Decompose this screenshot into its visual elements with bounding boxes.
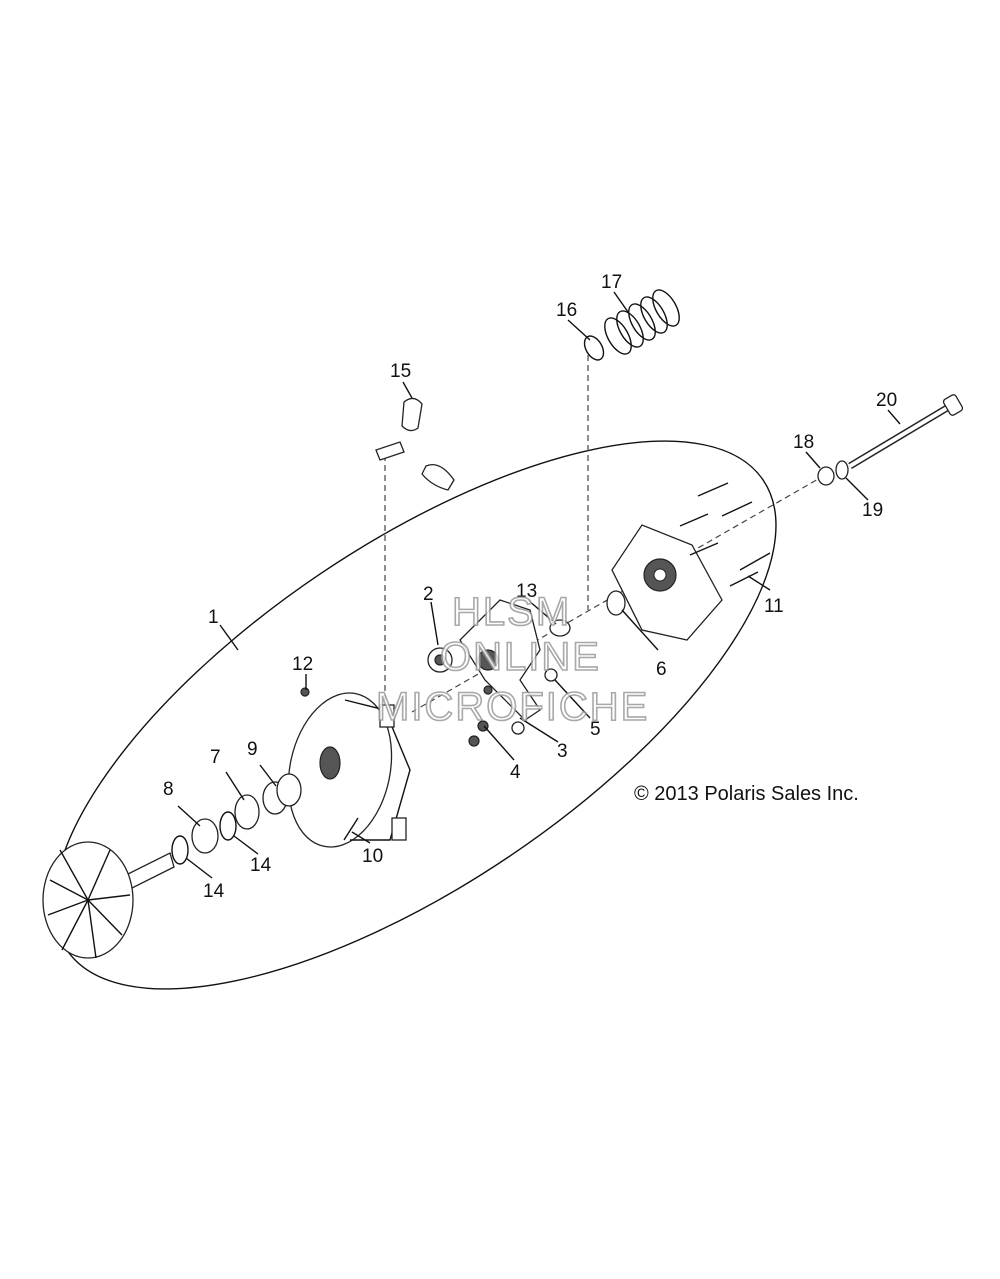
callout-4: 4 xyxy=(510,762,521,783)
callout-20: 20 xyxy=(876,390,897,411)
callout-14-upper: 14 xyxy=(250,855,272,876)
copyright-notice: © 2013 Polaris Sales Inc. xyxy=(634,783,859,805)
part-11-screws xyxy=(679,482,771,587)
part-6-cover xyxy=(606,524,723,641)
callout-3: 3 xyxy=(557,741,568,762)
callout-16: 16 xyxy=(556,300,577,321)
part-12-screw xyxy=(300,687,310,697)
part-5-button xyxy=(544,668,558,682)
part-16-snap-ring xyxy=(583,335,605,361)
callout-7: 7 xyxy=(210,747,221,768)
part-3-spider xyxy=(459,599,541,721)
callout-11: 11 xyxy=(764,596,784,617)
callout-5: 5 xyxy=(590,719,601,740)
callout-1: 1 xyxy=(208,607,219,628)
watermark-line-2: ONLINE xyxy=(440,635,601,679)
part-17-spring xyxy=(604,289,680,355)
callout-10: 10 xyxy=(362,846,383,867)
callout-12: 12 xyxy=(292,654,313,675)
callout-14-lower: 14 xyxy=(203,881,225,902)
part-19-washer xyxy=(835,460,849,480)
callout-2: 2 xyxy=(423,584,434,605)
movable-sheave xyxy=(287,692,411,848)
part-10-pin xyxy=(343,817,359,841)
part-15-weights xyxy=(375,397,455,491)
callout-17: 17 xyxy=(601,272,622,293)
callout-19: 19 xyxy=(862,500,883,521)
part-14-ring-upper xyxy=(219,811,237,841)
callout-8: 8 xyxy=(163,779,174,800)
watermark-line-1: HLSM xyxy=(452,590,571,634)
callout-13: 13 xyxy=(516,581,537,602)
callout-15: 15 xyxy=(390,361,411,382)
part-2-bushing xyxy=(427,647,453,673)
fixed-sheave-fan xyxy=(42,841,175,959)
watermark-line-3: MICROFICHE xyxy=(376,685,649,729)
part-20-bolt xyxy=(848,394,964,470)
leader-lines xyxy=(177,291,901,879)
callout-6: 6 xyxy=(656,659,667,680)
part-7-bushing xyxy=(234,794,260,830)
callout-18: 18 xyxy=(793,432,814,453)
part-18-nut xyxy=(817,466,835,486)
part-14-ring-lower xyxy=(171,835,189,865)
callout-9: 9 xyxy=(247,739,258,760)
part-8-bushing xyxy=(191,818,219,854)
part-9-bushing xyxy=(262,773,302,815)
